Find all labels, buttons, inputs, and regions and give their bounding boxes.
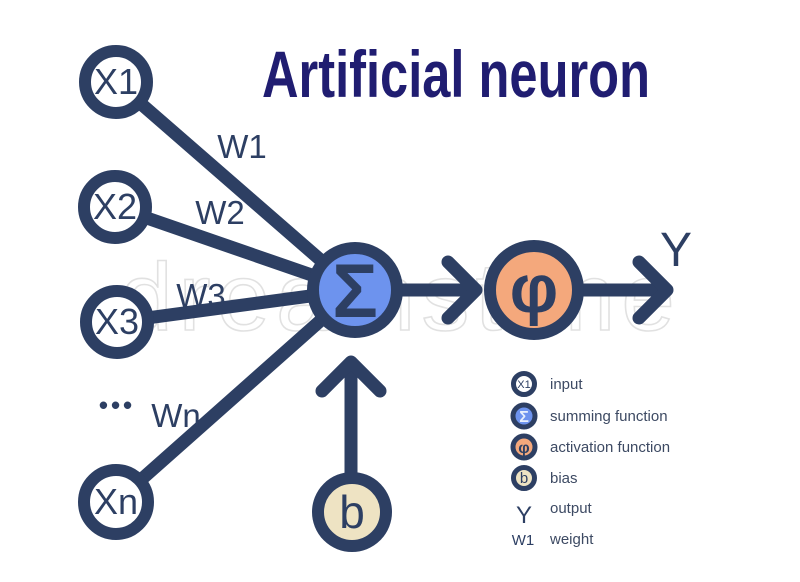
input-node-x3-label: X3 <box>95 301 139 342</box>
legend-activation-label: activation function <box>550 439 670 456</box>
input-node-x2-circle <box>78 170 152 244</box>
legend-input-icon <box>511 371 537 397</box>
ellipsis-dots: ••• <box>99 390 135 420</box>
legend-weight-symbol: W1 <box>512 532 535 549</box>
legend-input-symbol: X1 <box>517 379 530 391</box>
input-node-x1: X1 <box>79 45 153 119</box>
legend-row-activation: φ activation function <box>510 433 670 461</box>
sigma-icon: Σ <box>332 249 378 334</box>
weight-label-w2: W2 <box>195 194 245 231</box>
sum-to-activation-arrow <box>393 255 483 325</box>
legend-row-output: Y output <box>516 500 593 529</box>
bias-node-circle <box>312 472 392 552</box>
weight-label-w1: W1 <box>217 128 267 165</box>
weight-label-w3: W3 <box>176 277 226 314</box>
legend-bias-symbol: b <box>520 470 528 487</box>
activation-node-circle <box>484 240 584 340</box>
legend-summing-label: summing function <box>550 408 668 425</box>
output-label: Y <box>660 224 692 277</box>
phi-icon: φ <box>510 251 559 327</box>
legend-output-symbol: Y <box>516 502 532 529</box>
summing-node: Σ <box>307 242 403 338</box>
legend-bias-label: bias <box>550 470 578 487</box>
bias-node-label: b <box>339 486 365 538</box>
legend-output-label: output <box>550 500 593 517</box>
summing-node-circle <box>307 242 403 338</box>
legend-activation-symbol: φ <box>518 440 529 457</box>
input-node-x3-circle <box>80 285 154 359</box>
input-node-xn-label: Xn <box>94 481 138 522</box>
input-node-x1-circle <box>79 45 153 119</box>
output-arrow <box>577 255 674 325</box>
connection-xn-sum <box>109 283 362 509</box>
input-connections <box>108 75 362 509</box>
legend-row-summing: Σ summing function <box>510 402 668 430</box>
legend-activation-icon <box>510 433 538 461</box>
weight-label-wn: Wn <box>151 397 201 434</box>
legend-weight-label: weight <box>549 531 594 548</box>
legend-summing-icon <box>510 402 538 430</box>
legend-summing-symbol: Σ <box>519 409 529 426</box>
bias-arrow <box>315 355 387 482</box>
input-node-x2-label: X2 <box>93 186 137 227</box>
bias-arrow-head-icon <box>315 355 387 398</box>
input-node-x3: X3 <box>80 285 154 359</box>
input-node-x1-label: X1 <box>94 61 138 102</box>
bias-node: b <box>312 472 392 552</box>
legend-row-input: X1 input <box>511 371 583 397</box>
activation-node: φ <box>484 240 584 340</box>
legend-row-weight: W1 weight <box>512 531 594 549</box>
legend-row-bias: b bias <box>511 465 578 491</box>
legend-input-label: input <box>550 376 583 393</box>
page-title: Artificial neuron <box>262 37 650 111</box>
sum-to-activation-head-icon <box>441 255 483 325</box>
legend-bias-icon <box>511 465 537 491</box>
input-node-x2: X2 <box>78 170 152 244</box>
input-node-xn-circle <box>78 464 154 540</box>
connection-x1-sum <box>109 75 362 297</box>
input-node-xn: Xn <box>78 464 154 540</box>
legend: X1 input Σ summing function φ activation… <box>510 371 670 549</box>
output-arrow-head-icon <box>632 255 674 325</box>
